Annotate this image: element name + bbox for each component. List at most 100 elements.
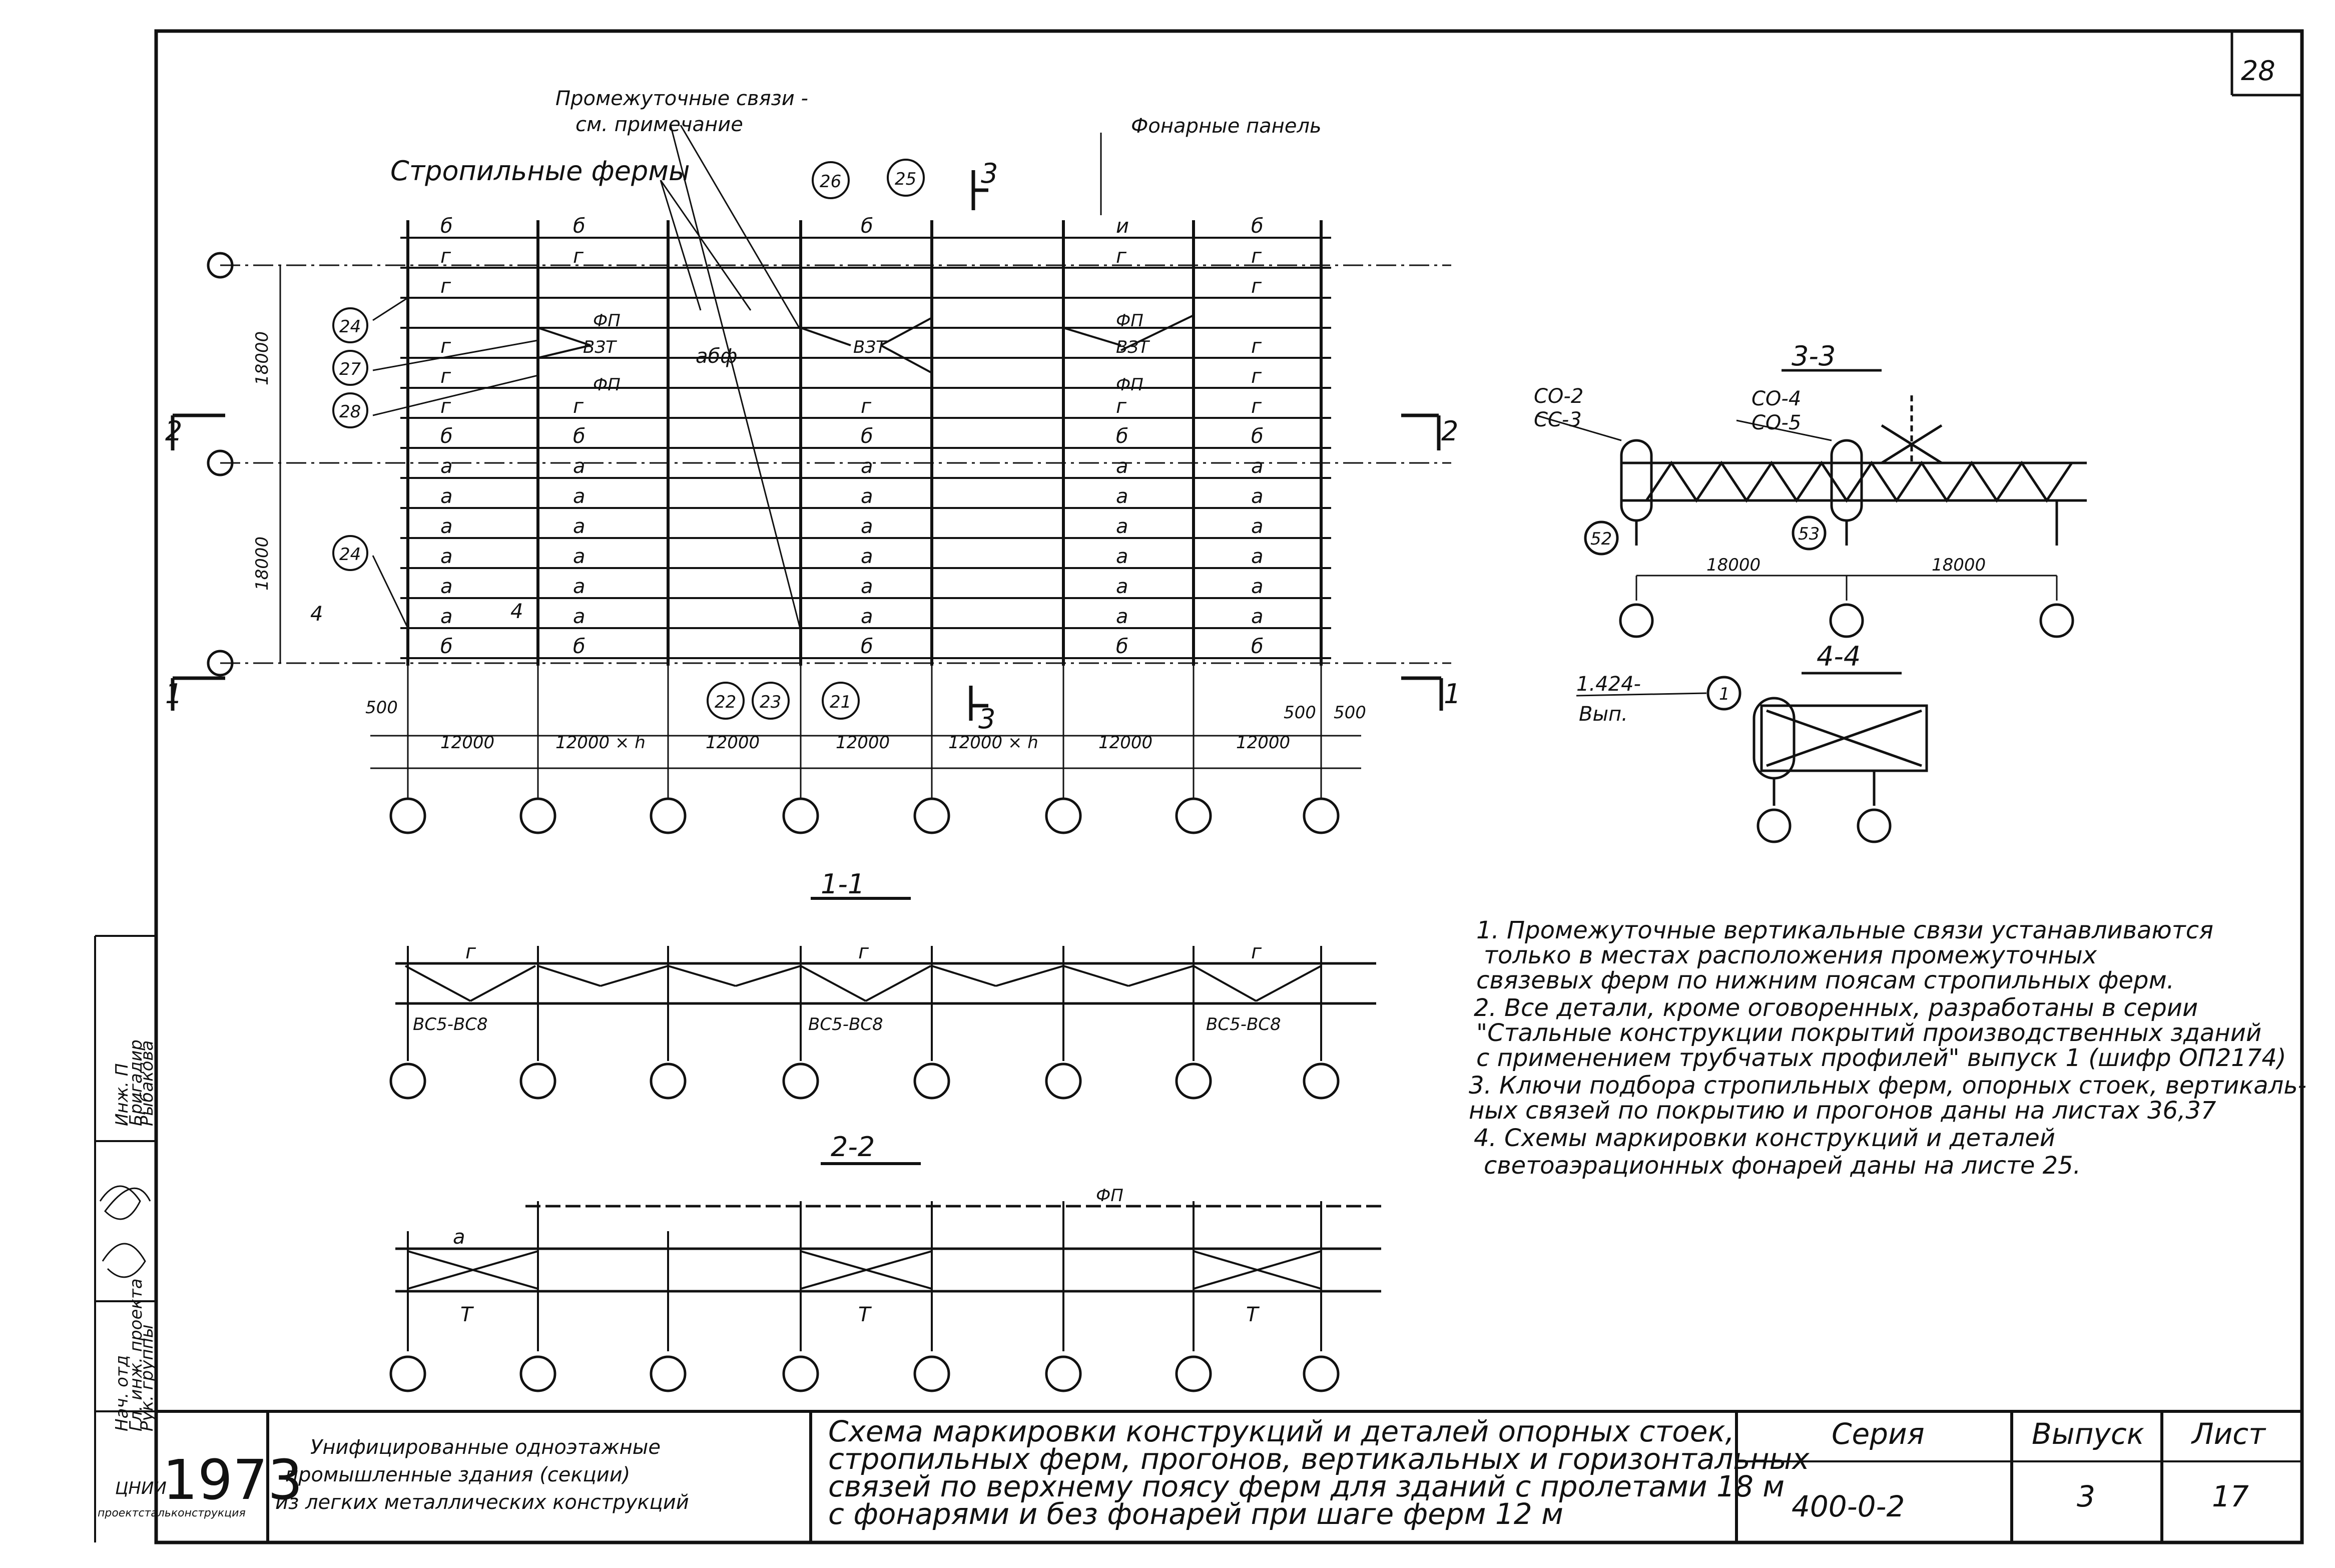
bubble-label: 23 [760,692,781,712]
section-mark: 2 [165,415,182,447]
truss-row-mark: б [573,635,586,658]
section-2-2 [389,1162,1381,1392]
truss-row-mark: г [1251,245,1262,268]
section-4-4-labels: 4-4 1.424- Вып. 1 [1576,641,1861,726]
section-mark: 2 [1441,415,1458,447]
truss-row-mark: б [440,425,453,448]
bay-dim: 12000 × h [555,733,646,753]
section-3-3-labels: 3-3 СО-2 СС-3 СО-4 СО-5 52 53 18000 1800… [1534,340,1986,575]
truss-row-mark: а [861,545,873,568]
truss-row-mark: а [861,455,873,478]
truss-row-mark: б [573,215,586,238]
mark-fp: ФП [593,375,621,395]
bay-dim: 12000 [836,733,890,753]
chord-mark: а [453,1226,465,1249]
callout-lantern: Фонарные панель [1131,115,1322,138]
bubble-label: 1 [1719,684,1730,704]
note-line: 3. Ключи подбора стропильных ферм, опорн… [1469,1072,2306,1100]
section-label: СО-2 [1534,385,1583,408]
section-label: СС-3 [1534,408,1582,431]
truss-row-mark: г [1251,335,1262,358]
sheet-header: Лист [2191,1417,2266,1451]
section-1-1-labels: 1-1 г г г ВС5-ВС8 ВС5-ВС8 ВС5-ВС8 [413,868,1281,1034]
brace-mark: Т [460,1303,474,1326]
series-header: Серия [1832,1417,1925,1451]
drawing-title-line: с фонарями и без фонарей при шаге ферм 1… [828,1497,1563,1531]
callout-intermediate-title: Промежуточные связи - [555,87,808,110]
truss-row-mark: а [573,455,586,478]
side-stamp-line: проектстальконструкция [98,1507,246,1519]
bubble-label: 52 [1590,529,1612,549]
bubble-label: 21 [830,692,851,712]
bay-dim: 12000 × h [948,733,1038,753]
title-block-text: 1973 Унифицированные одноэтажные промышл… [163,1414,2266,1531]
truss-row-mark: а [1251,455,1264,478]
section-mark: 1 [1444,678,1461,710]
bay-dim: 12000 [1098,733,1152,753]
truss-row-mark: а [1116,485,1128,508]
truss-row-mark: а [1116,515,1128,538]
chord-mark: ФП [1096,1186,1123,1206]
truss-row-mark: а [440,485,453,508]
brace-mark: Т [1246,1303,1260,1326]
dim-span-bottom: 18000 [252,537,272,591]
truss-row-mark: а [861,515,873,538]
truss-row-mark: г [861,395,872,418]
truss-row-mark: г [573,245,584,268]
bubble-label: 25 [895,169,916,189]
truss-row-mark: г [1251,395,1262,418]
dim-label: 18000 [1706,555,1761,575]
brace-label: ВС5-ВС8 [1206,1014,1281,1034]
corner-mark: 28 [2241,55,2275,87]
section-3-3 [1536,369,2087,638]
truss-row-mark: а [573,545,586,568]
truss-row-mark: б [1116,635,1128,658]
truss-row-mark: г [440,395,451,418]
edge-dim: 500 [365,698,398,718]
truss-row-mark: б [1116,425,1128,448]
mark-fp: ФП [1116,375,1143,395]
callout-trusses: Стропильные фермы [390,155,690,187]
bubble-label: 24 [339,545,361,565]
truss-row-mark: б [1251,635,1264,658]
truss-row-mark: а [573,515,586,538]
bubble-label: 28 [339,402,361,422]
ref-label: 1.424- [1576,673,1641,696]
mark-abf: абф [696,345,737,368]
truss-row-mark: а [573,575,586,598]
side-stamp-line: Нач. отд [112,1355,132,1431]
note-line: ных связей по покрытию и прогонов даны н… [1469,1097,2216,1125]
truss-row-mark: г [573,395,584,418]
sheet-value: 17 [2212,1479,2249,1513]
truss-row-mark: г [1116,395,1127,418]
section-4-4 [1576,672,1928,843]
edge-dim: 500 [1334,703,1366,723]
section-mark: 4 [310,603,323,626]
bay-dim: 12000 [440,733,494,753]
truss-row-mark: г [1251,275,1262,298]
bubble-label: 24 [339,317,361,337]
truss-row-mark: а [1116,545,1128,568]
section-title: 1-1 [821,868,865,900]
issue-value: 3 [2077,1479,2095,1513]
note-line: 4. Схемы маркировки конструкций и детале… [1474,1124,2055,1152]
note-line: с применением трубчатых профилей" выпуск… [1476,1044,2286,1072]
brace-mark: Т [858,1303,872,1326]
bubble-label: 53 [1798,524,1820,544]
truss-row-mark: а [1116,605,1128,628]
truss-row-mark: а [861,575,873,598]
org-title-line: промышленные здания (секции) [285,1463,630,1486]
ref-label: Вып. [1579,703,1628,726]
section-title: 2-2 [831,1131,875,1163]
note-line: только в местах расположения промежуточн… [1484,941,2097,969]
drawing-title-line: Схема маркировки конструкций и деталей о… [828,1414,1734,1448]
side-stamp-line: Рыбакова [137,1040,157,1126]
series-value: 400-0-2 [1792,1489,1905,1523]
truss-row-mark: г [440,335,451,358]
section-label: СО-5 [1752,411,1801,434]
truss-row-mark: б [573,425,586,448]
note-line: 1. Промежуточные вертикальные связи уста… [1476,916,2213,944]
truss-row-mark: б [440,635,453,658]
truss-row-mark: а [1251,575,1264,598]
